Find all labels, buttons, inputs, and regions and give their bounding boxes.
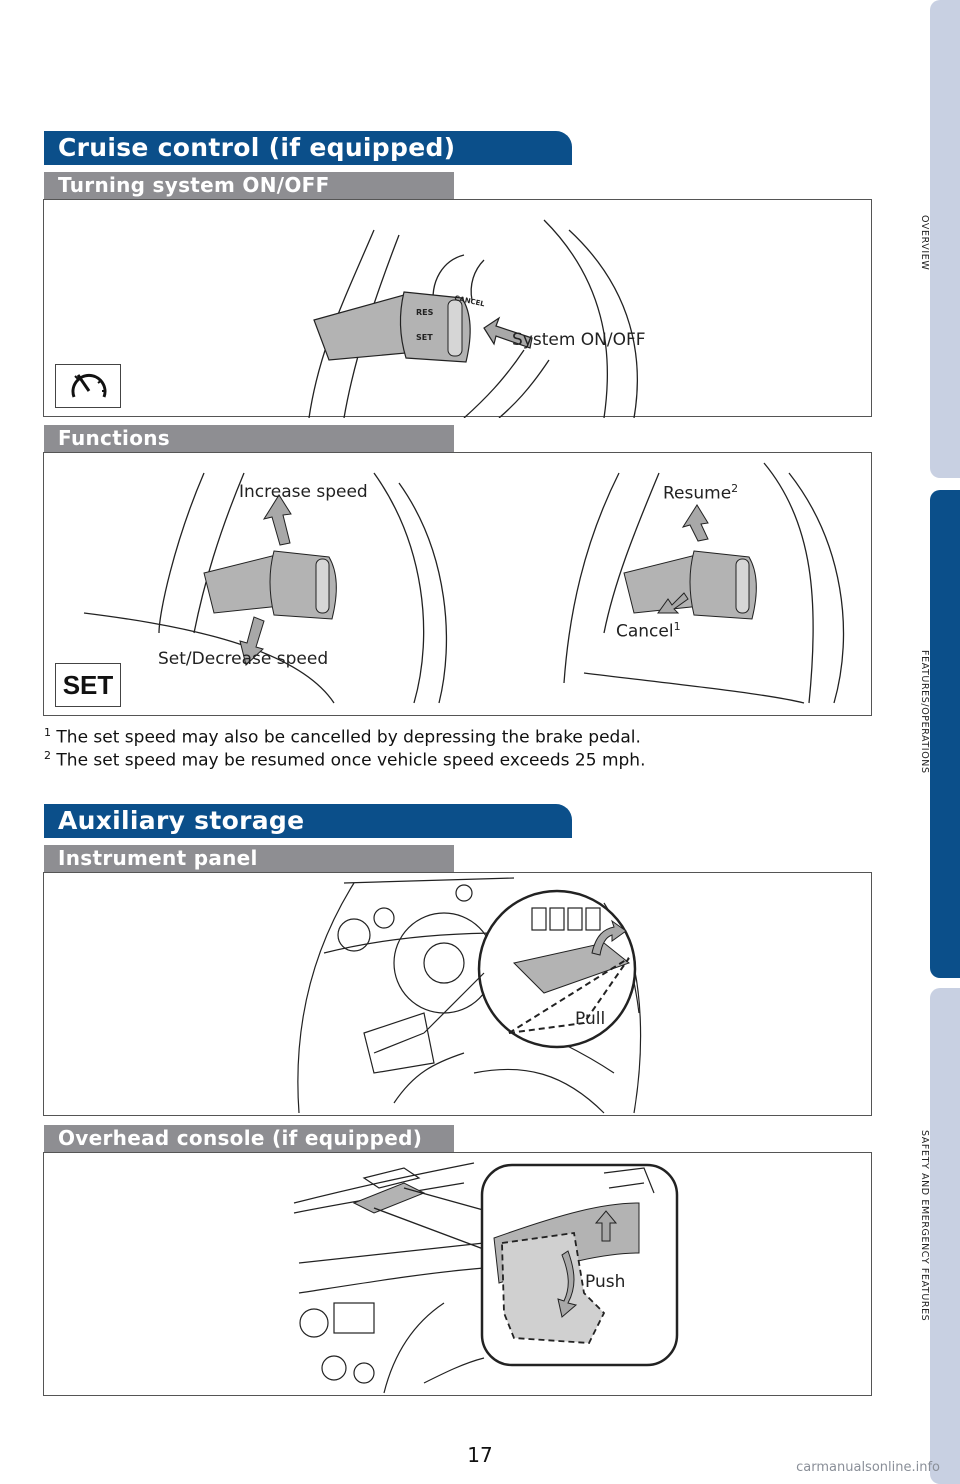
instrument-panel-figure: Pull: [43, 872, 872, 1116]
speedometer-icon: [56, 365, 120, 407]
cruise-control-indicator: [55, 364, 121, 408]
resume-label: Resume2: [663, 482, 738, 504]
set-icon: SET: [56, 664, 120, 706]
side-tab-overview[interactable]: [930, 0, 960, 478]
side-tab-features-label: FEATURES/OPERATIONS: [906, 650, 930, 774]
lever-set-text: SET: [416, 333, 433, 342]
instrument-panel-header: Instrument panel: [44, 845, 454, 872]
watermark: carmanualsonline.info: [796, 1460, 940, 1475]
footnote-1: 1 The set speed may also be cancelled by…: [44, 726, 641, 748]
overhead-console-header: Overhead console (if equipped): [44, 1125, 454, 1152]
increase-speed-label: Increase speed: [239, 482, 368, 502]
functions-panel: Increase speed Set/Decrease speed Resume…: [43, 452, 872, 716]
auxiliary-storage-title: Auxiliary storage: [44, 804, 572, 838]
turning-system-header: Turning system ON/OFF: [44, 172, 454, 199]
decrease-speed-label: Set/Decrease speed: [158, 649, 328, 669]
cancel-label: Cancel1: [616, 620, 681, 642]
overhead-console-figure: Push: [43, 1152, 872, 1396]
instrument-panel-illustration: [44, 873, 873, 1117]
cruise-lever-illustration: CANCEL RES SET: [44, 200, 873, 418]
functions-illustration: [44, 453, 873, 717]
lever-res-text: RES: [416, 308, 434, 317]
functions-header: Functions: [44, 425, 454, 452]
side-tab-safety[interactable]: [930, 988, 960, 1484]
set-indicator: SET: [55, 663, 121, 707]
overhead-console-illustration: [44, 1153, 873, 1397]
push-label: Push: [585, 1272, 625, 1292]
system-onoff-label: System ON/OFF: [512, 330, 646, 350]
turning-system-panel: CANCEL RES SET System ON/OFF: [43, 199, 872, 417]
cruise-control-title: Cruise control (if equipped): [44, 131, 572, 165]
side-tab-safety-label: SAFETY AND EMERGENCY FEATURES: [906, 1130, 930, 1321]
pull-label: Pull: [575, 1009, 605, 1029]
side-tab-overview-label: OVERVIEW: [906, 215, 930, 270]
footnote-2: 2 The set speed may be resumed once vehi…: [44, 749, 646, 771]
side-tab-features[interactable]: [930, 490, 960, 978]
